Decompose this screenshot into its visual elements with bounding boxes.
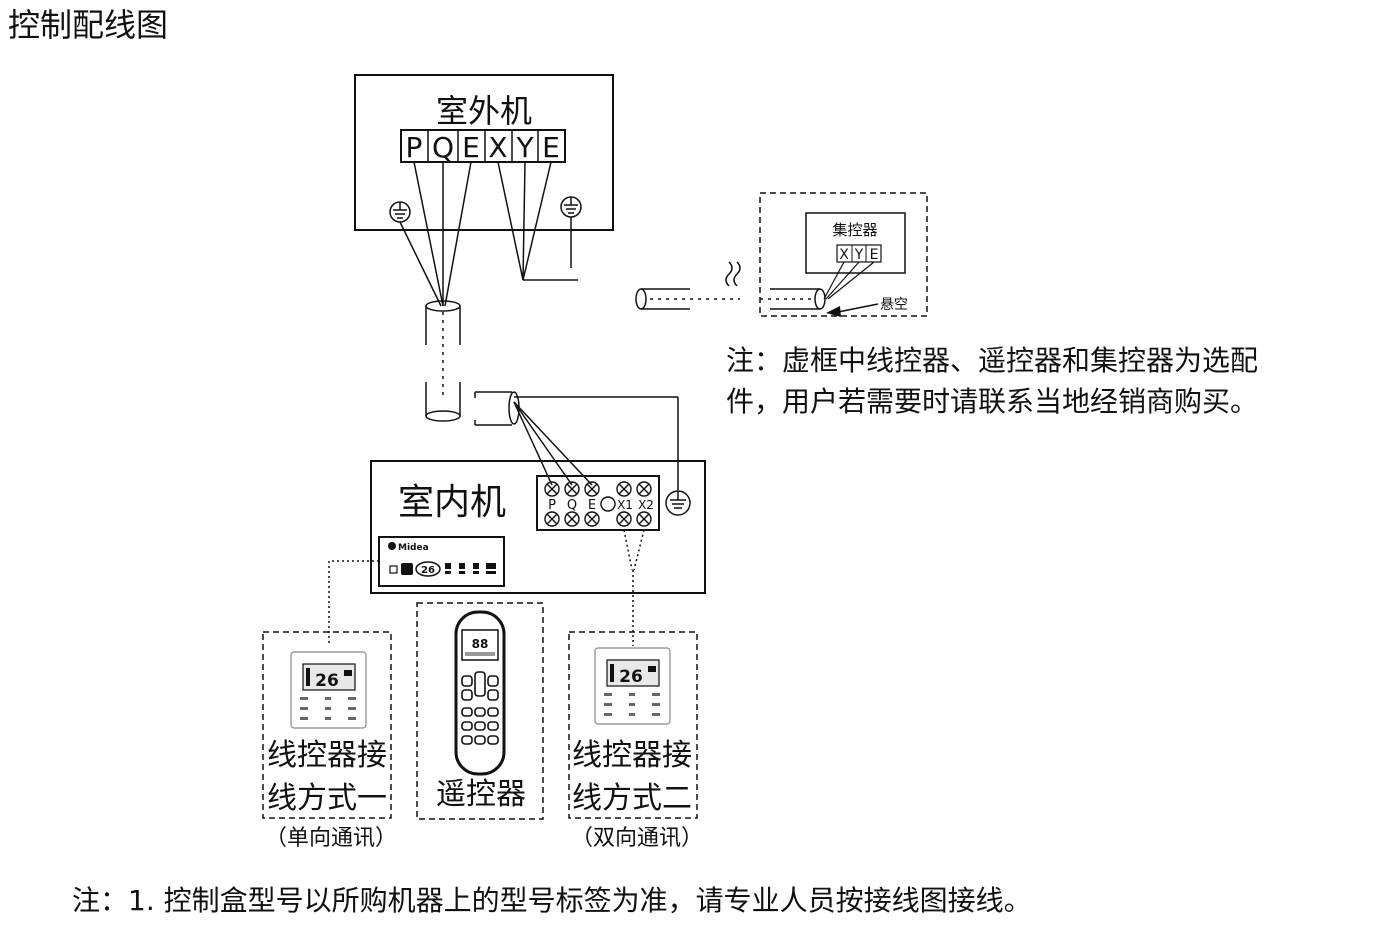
wired-controller-1-line2: 线方式一 bbox=[267, 781, 387, 816]
wired-controller-2: 26 线控器接 线方式二 bbox=[568, 631, 698, 819]
remote-controller: 88 遥控器 bbox=[416, 602, 544, 820]
outdoor-terminal-x: X bbox=[488, 131, 507, 164]
remote-label: 遥控器 bbox=[436, 777, 526, 812]
outdoor-unit: 室外机 P Q E X Y E bbox=[354, 74, 614, 268]
central-terminal-y: Y bbox=[854, 247, 864, 263]
page-title: 控制配线图 bbox=[8, 6, 168, 44]
wired-controller-2-line1: 线控器接 bbox=[572, 738, 692, 773]
outdoor-terminal-q: Q bbox=[432, 131, 454, 164]
wired-controller-1: 26 线控器接 线方式一 bbox=[262, 631, 392, 819]
indoor-display-brand: Midea bbox=[398, 543, 429, 553]
indoor-display-value: 26 bbox=[421, 565, 435, 576]
central-cable bbox=[635, 261, 826, 310]
indoor-terminal-x1: X1 bbox=[617, 498, 633, 512]
outdoor-terminal-e: E bbox=[462, 131, 480, 164]
ground-icon bbox=[389, 201, 411, 223]
indoor-terminal-e: E bbox=[588, 498, 596, 513]
outdoor-terminal-e2: E bbox=[542, 131, 560, 164]
central-terminal-e: E bbox=[870, 247, 879, 263]
indoor-unit-label: 室内机 bbox=[398, 482, 506, 523]
indoor-terminal-x2: X2 bbox=[638, 498, 654, 512]
ground-icon bbox=[665, 490, 691, 516]
outdoor-terminal-block: P Q E X Y E bbox=[400, 129, 566, 164]
remote-screen: 88 bbox=[472, 637, 489, 651]
side-note-line2: 件，用户若需要时请联系当地经销商购买。 bbox=[726, 385, 1258, 418]
indoor-display-panel: Midea 26 bbox=[378, 536, 505, 587]
wired-controller-2-sub: （双向通讯） bbox=[571, 826, 703, 851]
indoor-terminal-block: P Q E X1 X2 bbox=[536, 475, 660, 531]
wired-controller-1-line1: 线控器接 bbox=[267, 738, 387, 773]
outdoor-to-central-wires bbox=[497, 161, 578, 281]
side-note-line1: 注：虚框中线控器、遥控器和集控器为选配 bbox=[726, 344, 1258, 377]
central-controller-optional-box: 集控器 X Y E 悬空 bbox=[759, 192, 928, 317]
wired-controller-1-sub: （单向通讯） bbox=[265, 826, 397, 851]
indoor-unit: 室内机 P Q E X1 X2 bbox=[370, 460, 706, 594]
wired-controller-2-line2: 线方式二 bbox=[572, 781, 692, 816]
indoor-terminal-p: P bbox=[548, 498, 556, 513]
float-arrow-icon bbox=[826, 303, 879, 317]
cable-conduit bbox=[425, 300, 461, 422]
ground-icon bbox=[560, 196, 582, 268]
indoor-cable-stub bbox=[474, 391, 679, 490]
outdoor-to-indoor-wires bbox=[399, 161, 472, 307]
central-terminal-x: X bbox=[839, 247, 849, 263]
outdoor-unit-label: 室外机 bbox=[436, 92, 532, 130]
indoor-terminal-q: Q bbox=[567, 498, 577, 513]
central-controller-label: 集控器 bbox=[832, 221, 877, 239]
bottom-note: 注：1. 控制盒型号以所购机器上的型号标签为准，请专业人员按接线图接线。 bbox=[72, 884, 1032, 917]
outdoor-terminal-y: Y bbox=[515, 131, 534, 164]
outdoor-terminal-p: P bbox=[406, 131, 423, 164]
float-label: 悬空 bbox=[880, 297, 908, 313]
wired-controller-2-screen: 26 bbox=[619, 667, 643, 687]
wired-controller-1-screen: 26 bbox=[315, 671, 339, 691]
